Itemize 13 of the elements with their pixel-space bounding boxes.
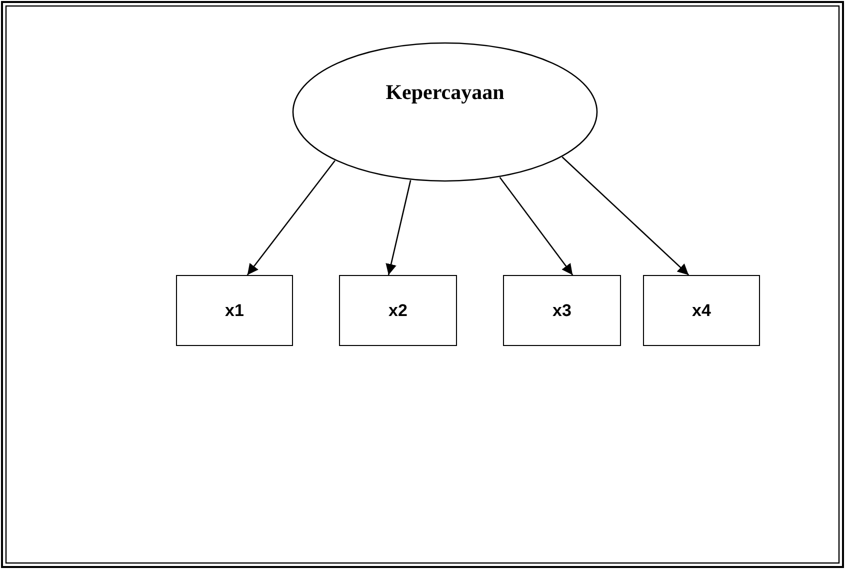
indicator-label: x3 (552, 300, 572, 320)
indicator-box (643, 275, 760, 346)
arrow (386, 180, 412, 276)
indicator-label: x4 (692, 300, 711, 320)
arrow (246, 160, 336, 276)
arrow (499, 176, 574, 276)
indicator-box (176, 275, 293, 346)
indicator-label: x2 (388, 300, 408, 320)
indicator-box (339, 275, 457, 346)
indicator-box (503, 275, 621, 346)
indicator-label: x1 (225, 300, 244, 320)
arrow (562, 156, 690, 276)
construct-label: Kepercayaan (384, 80, 506, 105)
